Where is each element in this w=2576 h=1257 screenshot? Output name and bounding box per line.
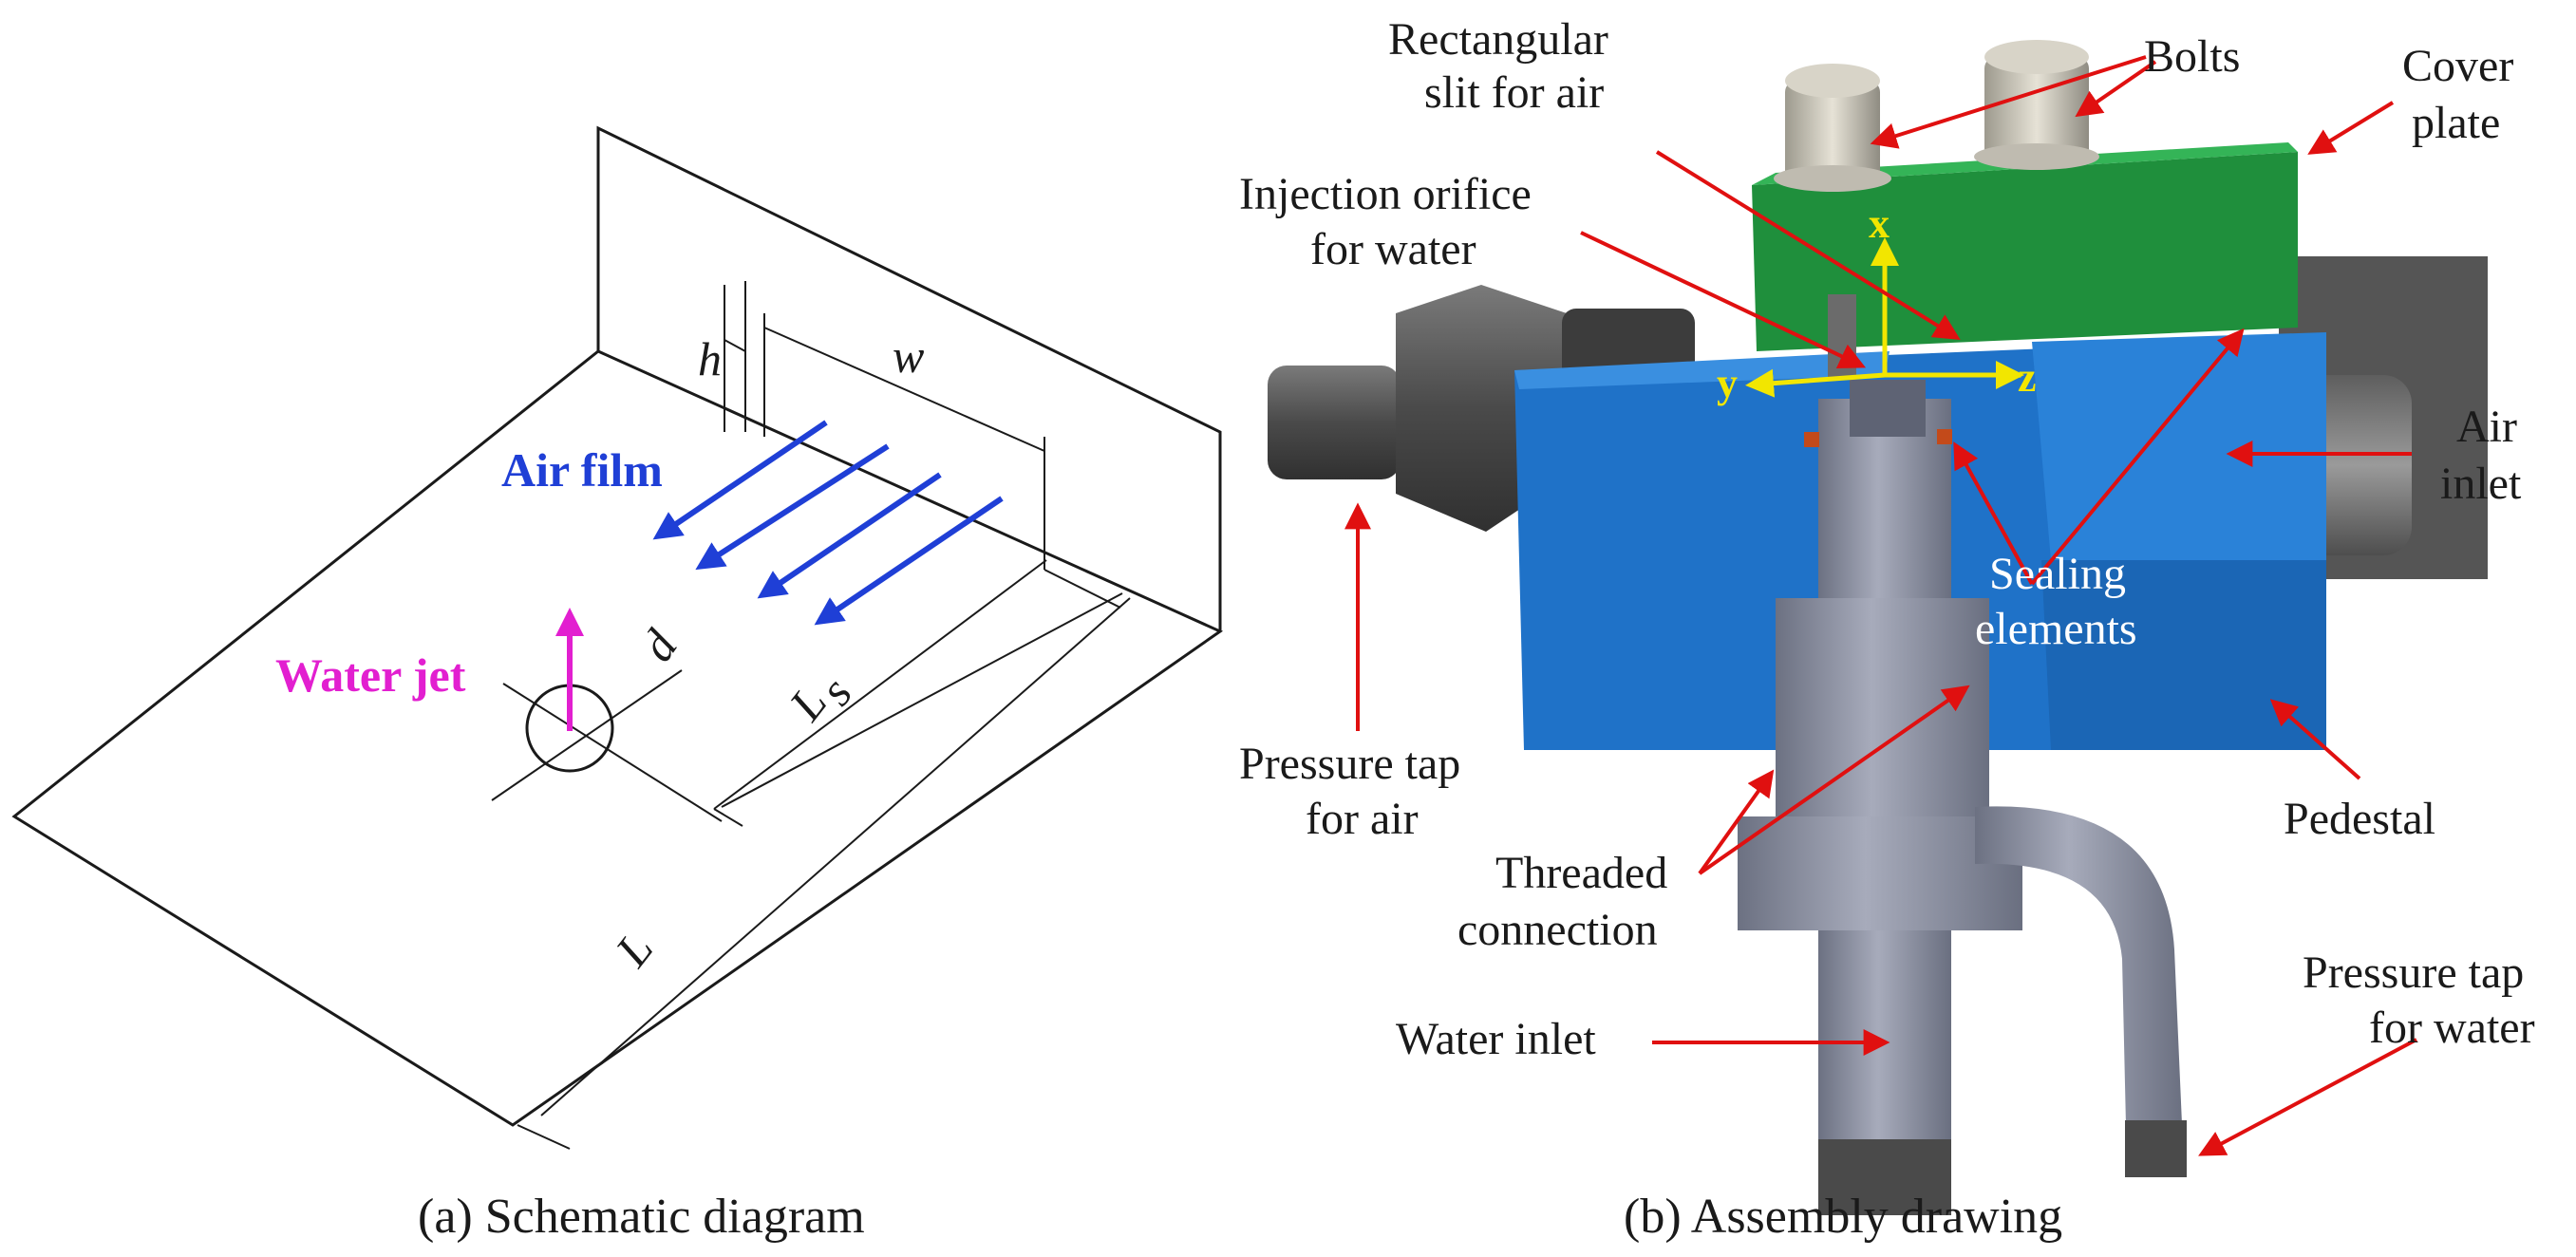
leader-bolt bbox=[1870, 55, 2147, 149]
floor-plate bbox=[11, 349, 1224, 1127]
leader-sealing bbox=[1953, 441, 2034, 585]
var-l: L bbox=[605, 922, 664, 976]
water-pressure-tap-pipe bbox=[1975, 806, 2184, 1168]
leader-slit bbox=[1655, 150, 1961, 340]
air-film-label: Air film bbox=[501, 443, 663, 497]
water-jet-label: Water jet bbox=[275, 648, 466, 702]
leader-pressure-water bbox=[2198, 1038, 2417, 1156]
label-pedestal: Pedestal bbox=[2284, 794, 2435, 844]
label-rect-slit-2: slit for air bbox=[1424, 67, 1604, 118]
leader-arrows bbox=[1344, 55, 2417, 1156]
leader-bolt bbox=[2075, 60, 2157, 118]
axis-z-label: z bbox=[2018, 354, 2037, 401]
leader-sealing bbox=[2030, 328, 2245, 586]
bolt bbox=[1774, 64, 1891, 192]
leader-threaded bbox=[1698, 769, 1775, 875]
leader-orifice bbox=[1580, 231, 1867, 369]
axis-y-label: y bbox=[1717, 360, 1738, 406]
label-ptap-water-1: Pressure tap bbox=[2303, 947, 2524, 998]
sealing-element bbox=[1804, 432, 1819, 447]
label-sealing-2: elements bbox=[1975, 604, 2137, 654]
label-water-inlet: Water inlet bbox=[1396, 1014, 1596, 1064]
leader-cover bbox=[2307, 101, 2395, 155]
air-pressure-tap-pipe bbox=[1268, 366, 1401, 479]
label-air-inlet-1: Air bbox=[2456, 402, 2517, 452]
var-w: w bbox=[893, 329, 924, 383]
cover-plate bbox=[1752, 152, 2298, 351]
air-film-arrow bbox=[757, 472, 942, 599]
label-injection-2: for water bbox=[1310, 224, 1476, 274]
label-ptap-water-2: for water bbox=[2369, 1003, 2535, 1053]
air-film-arrow bbox=[652, 420, 828, 540]
coordinate-axes bbox=[1745, 237, 2024, 398]
panel-b-assembly bbox=[1268, 40, 2488, 1215]
vertical-wall bbox=[596, 125, 1222, 631]
label-air-inlet-2: inlet bbox=[2440, 459, 2522, 509]
bolt bbox=[1974, 40, 2099, 170]
var-d: d bbox=[630, 620, 687, 670]
leader-threaded bbox=[1698, 685, 1970, 875]
label-ptap-air-2: for air bbox=[1306, 794, 1419, 844]
label-bolts: Bolts bbox=[2144, 31, 2240, 82]
label-injection-1: Injection orifice bbox=[1239, 169, 1532, 219]
air-film-arrows bbox=[652, 420, 1004, 626]
panel-a-schematic bbox=[11, 125, 1224, 1150]
label-ptap-air-1: Pressure tap bbox=[1239, 739, 1460, 789]
sealing-element bbox=[1937, 429, 1952, 444]
caption-a: (a) Schematic diagram bbox=[418, 1190, 865, 1244]
label-cover-2: plate bbox=[2412, 98, 2500, 148]
label-rect-slit-1: Rectangular bbox=[1388, 14, 1608, 65]
var-h: h bbox=[698, 332, 722, 385]
label-sealing-1: Sealing bbox=[1989, 549, 2126, 599]
label-threaded-1: Threaded bbox=[1495, 848, 1667, 898]
air-film-arrow bbox=[814, 496, 1004, 626]
axis-x-label: x bbox=[1869, 200, 1890, 247]
label-cover-1: Cover bbox=[2402, 41, 2513, 91]
var-ls: L s bbox=[778, 667, 861, 731]
caption-b: (b) Assembly drawing bbox=[1624, 1190, 2062, 1244]
leader-pedestal bbox=[2269, 699, 2361, 780]
label-threaded-2: connection bbox=[1457, 905, 1658, 955]
air-film-arrow bbox=[695, 443, 890, 571]
